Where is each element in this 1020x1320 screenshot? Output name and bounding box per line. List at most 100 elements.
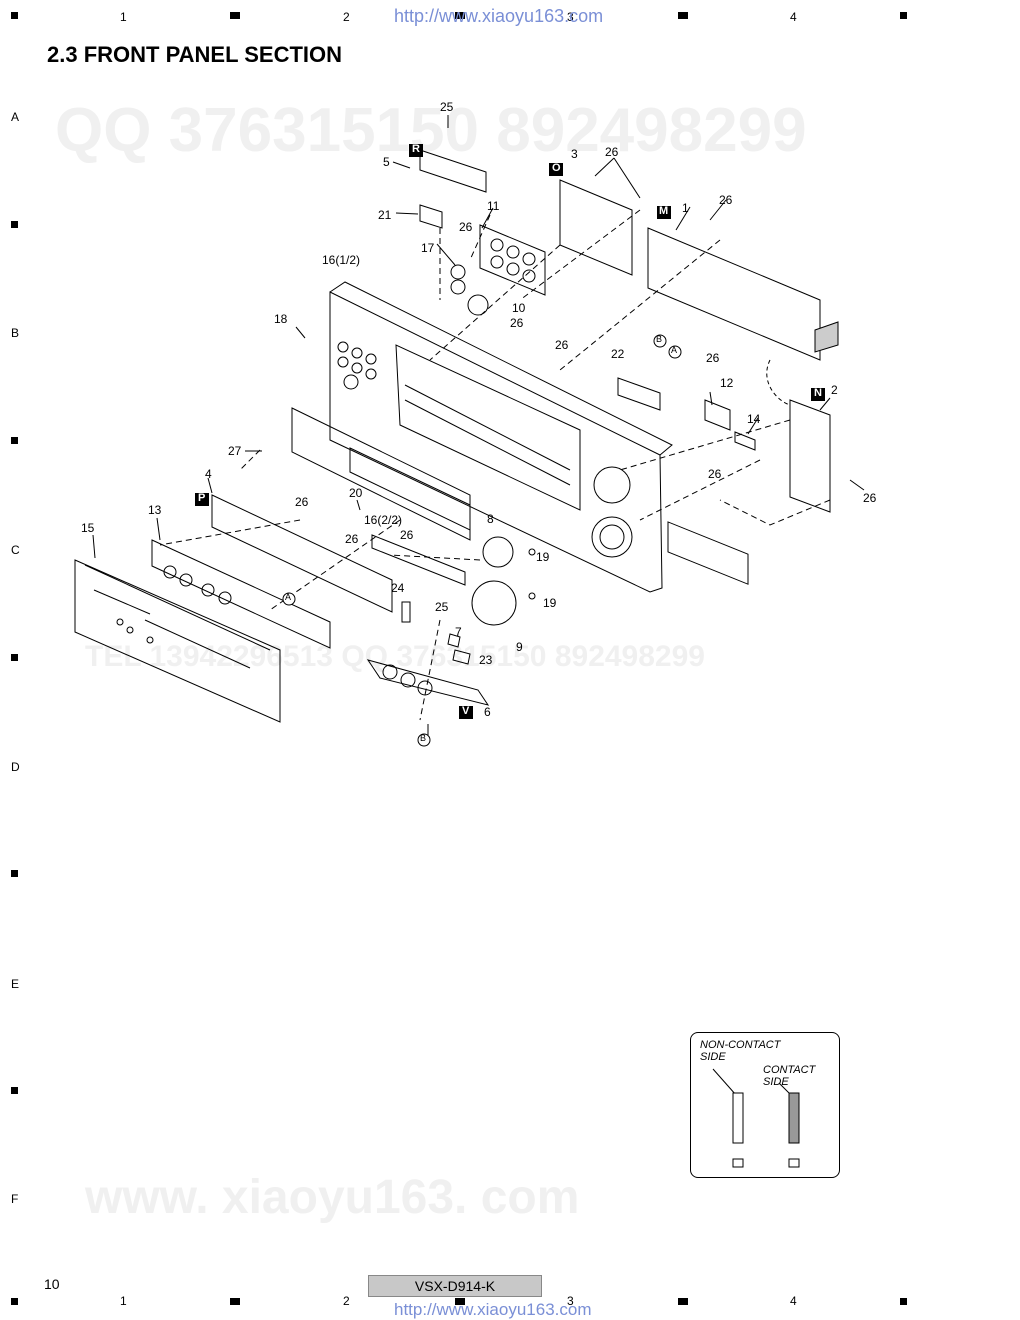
contact-side-label: CONTACT SIDE (763, 1064, 816, 1088)
callout-23: 23 (479, 653, 493, 667)
callout-24: 24 (391, 581, 405, 595)
callout-4: 4 (205, 467, 212, 481)
callout-6: 6 (484, 705, 491, 719)
footer-column-number-1: 1 (120, 1294, 127, 1308)
page-number: 10 (44, 1276, 60, 1292)
non-contact-side-label: NON-CONTACT SIDE (700, 1039, 781, 1063)
badge-r-label: R (412, 143, 420, 155)
registration-mark (900, 1298, 907, 1305)
column-number-3: 3 (567, 10, 574, 24)
connector-b-label: B (656, 334, 663, 344)
callout-9: 9 (516, 640, 523, 654)
callout-26: 26 (459, 220, 473, 234)
badge-r (409, 144, 423, 157)
watermark-site: www. xiaoyu163. com (85, 1171, 580, 1224)
callout-12: 12 (720, 376, 734, 390)
callout-2: 2 (831, 383, 838, 397)
registration-mark (11, 654, 18, 661)
callout-8: 8 (487, 512, 494, 526)
callout-20: 20 (349, 486, 363, 500)
model-number: VSX-D914-K (368, 1275, 542, 1297)
registration-mark (230, 12, 240, 19)
badge-n (811, 388, 825, 401)
connector-a-circle (282, 592, 296, 606)
header-url-link[interactable]: http://www.xiaoyu163.com (394, 6, 604, 26)
callout-26: 26 (345, 532, 359, 546)
board-badges (195, 144, 825, 719)
column-number-4: 4 (790, 10, 797, 24)
callout-26: 26 (719, 193, 733, 207)
callout-15: 15 (81, 521, 95, 535)
callout-19: 19 (536, 550, 550, 564)
registration-mark (455, 1298, 465, 1305)
footer-column-number-3: 3 (567, 1294, 574, 1308)
registration-mark (11, 1298, 18, 1305)
callout-26: 26 (555, 338, 569, 352)
section-title: 2.3 FRONT PANEL SECTION (47, 42, 343, 67)
callout-26: 26 (510, 316, 524, 330)
badge-o-label: O (552, 162, 561, 174)
connector-b-circle (417, 733, 431, 747)
callout-5: 5 (383, 155, 390, 169)
row-letter-a: A (11, 110, 20, 124)
callout-26: 26 (605, 145, 619, 159)
badge-v-label: V (462, 705, 470, 717)
callout-26: 26 (863, 491, 877, 505)
callout-13: 13 (148, 503, 162, 517)
badge-p-label: P (198, 492, 206, 504)
callout-21: 21 (378, 208, 392, 222)
row-letter-f: F (11, 1192, 19, 1206)
row-letter-b: B (11, 326, 20, 340)
callout-25: 25 (440, 100, 454, 114)
callout-26: 26 (295, 495, 309, 509)
registration-mark (11, 12, 18, 19)
badge-o (549, 163, 563, 176)
badge-m (657, 206, 671, 219)
callout-10: 10 (512, 301, 526, 315)
flat-cable-illustration (712, 1068, 800, 1168)
registration-mark (11, 437, 18, 444)
callout-1: 1 (682, 201, 689, 215)
registration-mark (900, 12, 907, 19)
registration-mark (678, 1298, 688, 1305)
callout-26: 26 (706, 351, 720, 365)
row-letter-d: D (11, 760, 20, 774)
registration-mark (678, 12, 688, 19)
registration-mark (455, 12, 465, 19)
registration-mark (11, 870, 18, 877)
row-letter-c: C (11, 543, 20, 557)
connector-a-label: A (285, 592, 292, 602)
callout-11: 11 (487, 199, 500, 213)
callout-22: 22 (611, 347, 625, 361)
callout-27: 27 (228, 444, 242, 458)
callout-25: 25 (435, 600, 449, 614)
callout-17: 17 (421, 241, 435, 255)
callout-3: 3 (571, 147, 578, 161)
badge-n-label: N (814, 387, 822, 399)
badge-v (459, 706, 473, 719)
badge-p (195, 493, 209, 506)
registration-mark (230, 1298, 240, 1305)
row-letter-e: E (11, 977, 20, 991)
callout-14: 14 (747, 412, 761, 426)
registration-mark (11, 221, 18, 228)
connector-a-circle (668, 345, 682, 359)
badge-m-label: M (659, 205, 669, 217)
contact-side-inset: NON-CONTACT SIDE CONTACT SIDE (690, 1032, 840, 1178)
column-number-2: 2 (343, 10, 350, 24)
connector-b-label: B (420, 733, 427, 743)
column-number-1: 1 (120, 10, 127, 24)
callout-7: 7 (455, 625, 462, 639)
registration-mark (11, 1087, 18, 1094)
callout-18: 18 (274, 312, 288, 326)
connector-a-label: A (671, 345, 678, 355)
callout-26: 26 (708, 467, 722, 481)
footer-column-number-4: 4 (790, 1294, 797, 1308)
callout-26: 26 (400, 528, 414, 542)
callout-16-1-2: 16(1/2) (322, 253, 361, 267)
connector-b-circle (653, 334, 667, 348)
callout-16-2-2: 16(2/2) (364, 513, 403, 527)
footer-url-link[interactable]: http://www.xiaoyu163.com (394, 1300, 592, 1319)
callout-19: 19 (543, 596, 557, 610)
